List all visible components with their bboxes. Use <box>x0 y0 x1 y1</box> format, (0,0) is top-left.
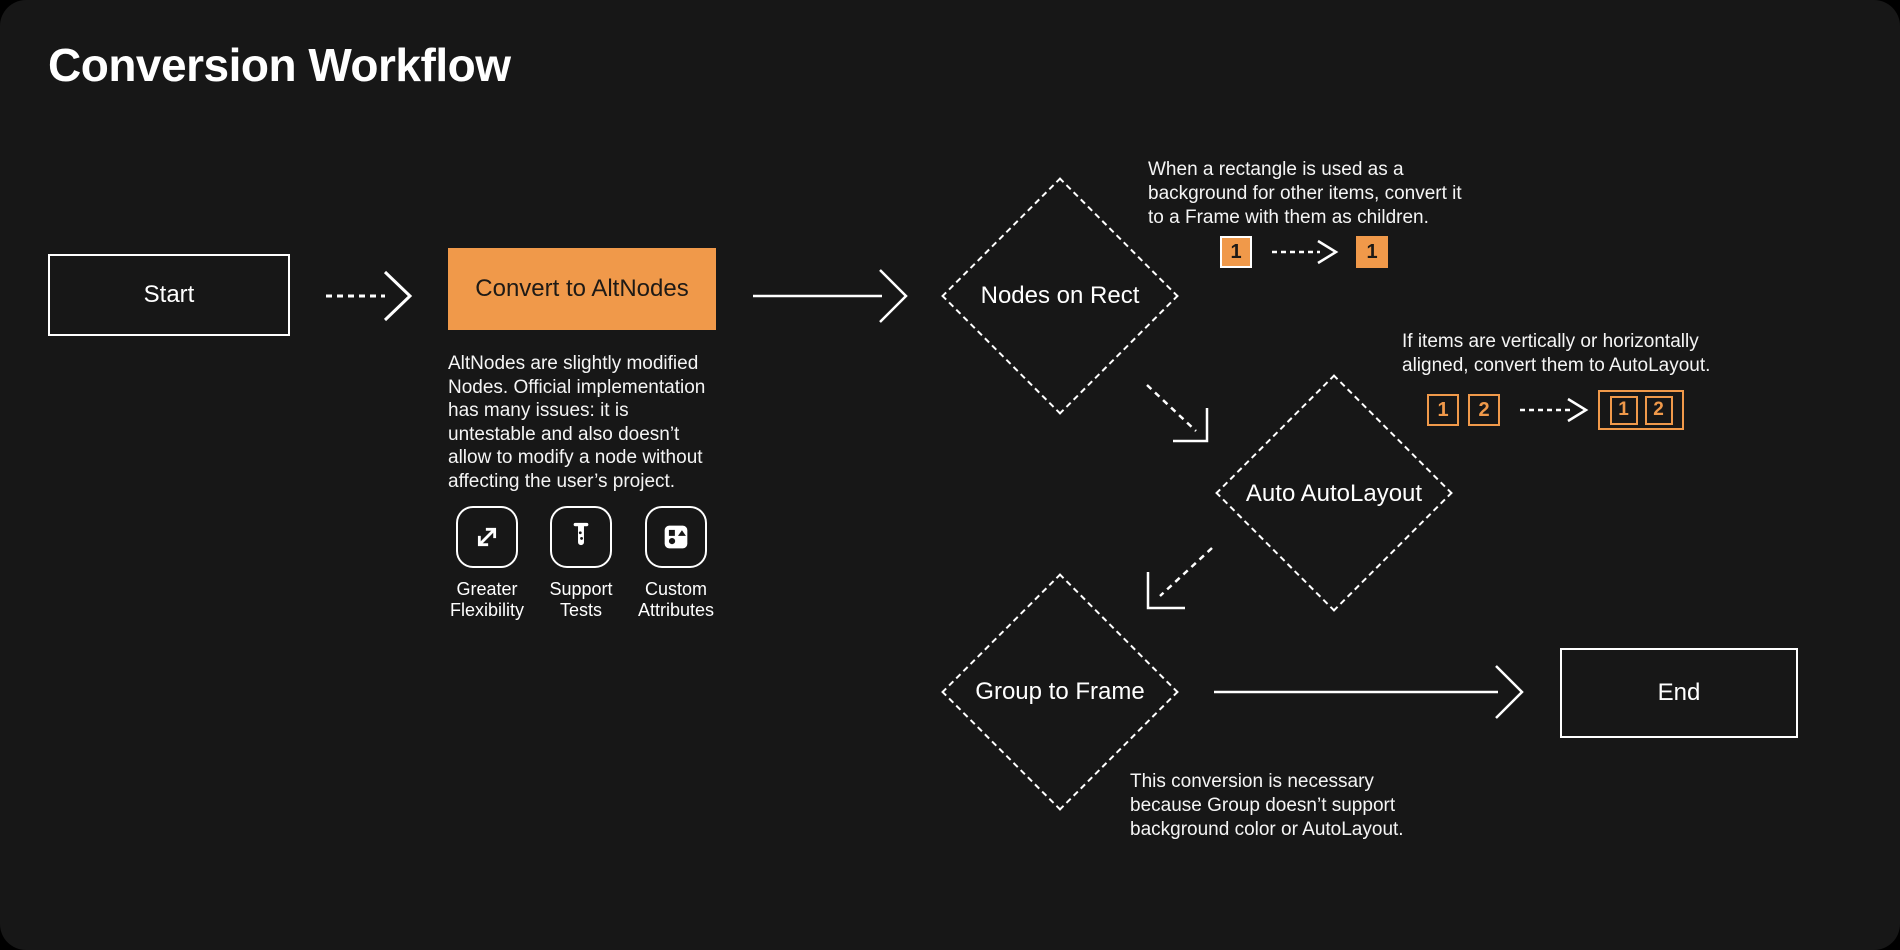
annotation-autolayout: If items are vertically or horizontally … <box>1402 331 1711 376</box>
icon-box <box>456 506 518 568</box>
dashed-arrow-items-to-autolayout <box>1520 397 1589 423</box>
item-chip: 2 <box>1644 395 1673 425</box>
dashed-arrow-autolayout-to-group <box>1146 547 1213 610</box>
page-title: Conversion Workflow <box>48 39 511 91</box>
rect-chip: 1 <box>1220 236 1252 268</box>
decision-label: Auto AutoLayout <box>1245 480 1423 507</box>
decision-label: Group to Frame <box>975 678 1145 705</box>
item-chip: 1 <box>1609 395 1638 425</box>
feature-support-tests: Support Tests <box>536 506 626 621</box>
icon-box <box>550 506 612 568</box>
flow-node-end: End <box>1560 648 1798 738</box>
shapes-icon <box>664 525 688 549</box>
flow-node-convert-to-altnodes: Convert to AltNodes <box>448 248 716 330</box>
item-chip: 2 <box>1468 394 1500 426</box>
arrow-group-to-end <box>1214 665 1524 719</box>
feature-label: Greater Flexibility <box>449 579 524 620</box>
feature-custom-attributes: Custom Attributes <box>628 506 724 621</box>
icon-box <box>645 506 707 568</box>
decision-label: Nodes on Rect <box>980 282 1140 309</box>
start-label: Start <box>143 281 195 308</box>
annotation-group-to-frame: This conversion is necessary because Gro… <box>1130 771 1404 840</box>
arrow-convert-to-nodes-on-rect <box>753 269 908 323</box>
dashed-arrow-rect-to-frame <box>1272 239 1339 265</box>
convert-label: Convert to AltNodes <box>475 275 689 302</box>
dashed-arrow-start-to-convert <box>326 270 413 322</box>
feature-label: Custom Attributes <box>637 579 715 620</box>
annotation-rect-to-frame: When a rectangle is used as a background… <box>1148 159 1462 228</box>
feature-label: Support Tests <box>549 579 613 620</box>
test-tube-icon <box>573 522 589 546</box>
feature-greater-flexibility: Greater Flexibility <box>440 506 534 621</box>
item-chip: 1 <box>1427 394 1459 426</box>
autolayout-group-chip: 1 2 <box>1598 390 1684 430</box>
expand-icon <box>477 527 497 547</box>
dashed-arrow-nodes-to-autolayout <box>1146 384 1209 443</box>
end-label: End <box>1657 679 1701 706</box>
altnodes-description: AltNodes are slightly modified Nodes. Of… <box>448 353 706 492</box>
flow-node-start: Start <box>48 254 290 336</box>
frame-chip: 1 <box>1356 236 1388 268</box>
feature-list: Greater Flexibility Support Tests <box>440 506 724 621</box>
